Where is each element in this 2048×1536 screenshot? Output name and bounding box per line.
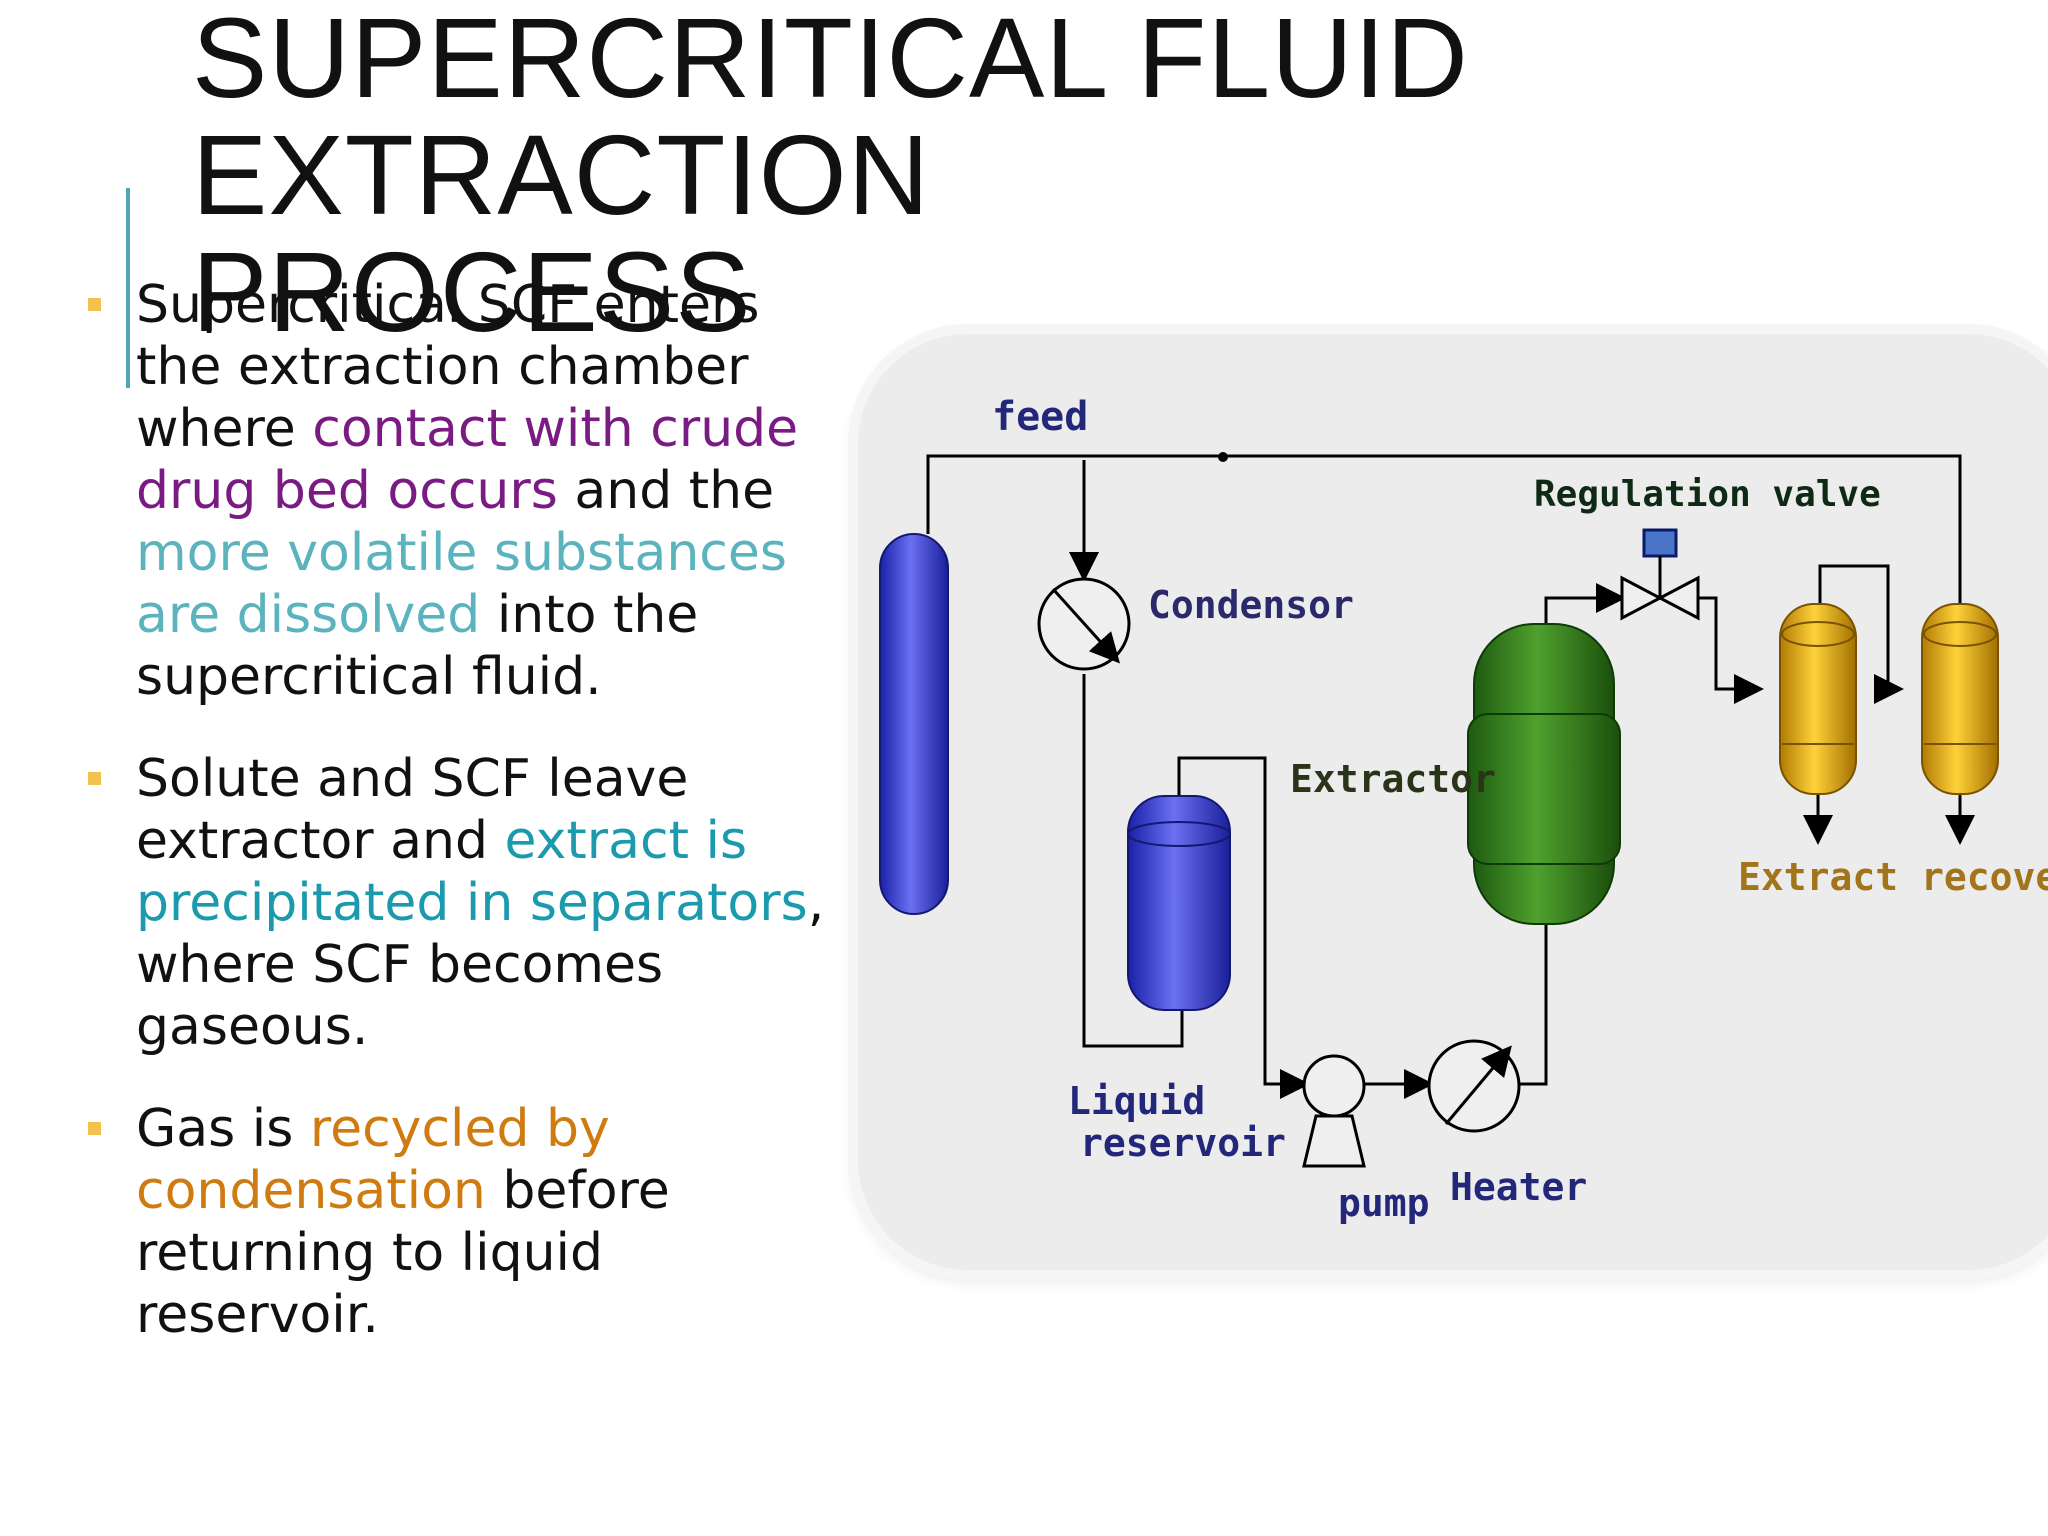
pipe-junction-dot bbox=[1218, 452, 1228, 462]
bullet-2-seg-1: Solute and SCF leave extractor and bbox=[136, 749, 689, 871]
separator-2-vessel bbox=[1921, 603, 1999, 795]
bullet-3-seg-3: before returning to liquid reservoir. bbox=[136, 1161, 670, 1345]
condensor-label: Condensor bbox=[1148, 583, 1354, 627]
bullet-3-seg-1: Gas is bbox=[136, 1099, 310, 1159]
bullet-1-seg-2: contact with crude drug bed occurs bbox=[136, 399, 799, 521]
bullet-marker-icon bbox=[88, 772, 101, 785]
bullet-3-seg-2: recycled by condensation bbox=[136, 1099, 610, 1221]
bullet-item-2: Solute and SCF leave extractor and extra… bbox=[86, 748, 846, 1058]
condensor-icon bbox=[1037, 577, 1131, 671]
separator-1-vessel bbox=[1779, 603, 1857, 795]
extractor-label: Extractor bbox=[1290, 757, 1496, 801]
feed-label: feed bbox=[992, 394, 1088, 440]
extractor-vessel bbox=[1467, 623, 1621, 925]
bullet-item-3: Gas is recycled by condensation before r… bbox=[86, 1098, 846, 1346]
bullet-marker-icon bbox=[88, 1122, 101, 1135]
pump-icon bbox=[1302, 1054, 1366, 1168]
slide-title-line-1: SUPERCRITICAL FLUID bbox=[192, 0, 1469, 121]
bullet-list: Supercritical SCF enters the extraction … bbox=[86, 274, 846, 1386]
bullet-1-seg-3: and the bbox=[557, 461, 775, 521]
process-diagram: feed Regulation valve Condensor Extracto… bbox=[879, 394, 2048, 1225]
slide-title-line-2: EXTRACTION PROCESS bbox=[192, 112, 931, 355]
regulation-valve-icon bbox=[1620, 528, 1700, 621]
feed-column bbox=[879, 533, 949, 915]
extract-recovery-label: Extract recovery bbox=[1738, 855, 2048, 899]
accent-line bbox=[126, 188, 130, 388]
bullet-marker-icon bbox=[88, 298, 101, 311]
bullet-2-seg-3: , where SCF becomes gaseous. bbox=[136, 873, 825, 1057]
reservoir-band bbox=[1127, 821, 1231, 847]
extractor-to-valve-pipe bbox=[1544, 583, 1626, 634]
bullet-1-seg-5: into the supercritical fluid. bbox=[136, 585, 699, 707]
feed-pipe-top bbox=[926, 454, 1962, 604]
reservoir-label: reservoir bbox=[1080, 1121, 1286, 1165]
bullet-2-seg-2: extract is precipitated in separators bbox=[136, 811, 808, 933]
liquid-reservoir-vessel bbox=[1127, 795, 1231, 1011]
regulation-valve-label: Regulation valve bbox=[1534, 474, 1881, 515]
slide-title: SUPERCRITICAL FLUID EXTRACTION PROCESS bbox=[192, 0, 1492, 351]
bullet-1-seg-4: more volatile substances are dissolved bbox=[136, 523, 787, 645]
bullet-item-1: Supercritical SCF enters the extraction … bbox=[86, 274, 846, 708]
liquid-label: Liquid bbox=[1068, 1079, 1205, 1123]
condensor-to-reservoir-pipe bbox=[1082, 674, 1184, 1048]
heater-icon bbox=[1427, 1039, 1521, 1133]
heater-label: Heater bbox=[1450, 1165, 1587, 1209]
pump-label: pump bbox=[1338, 1181, 1430, 1225]
reservoir-to-pump-pipe bbox=[1177, 756, 1310, 1099]
bullet-1-seg-1: Supercritical SCF enters the extraction … bbox=[136, 275, 760, 459]
